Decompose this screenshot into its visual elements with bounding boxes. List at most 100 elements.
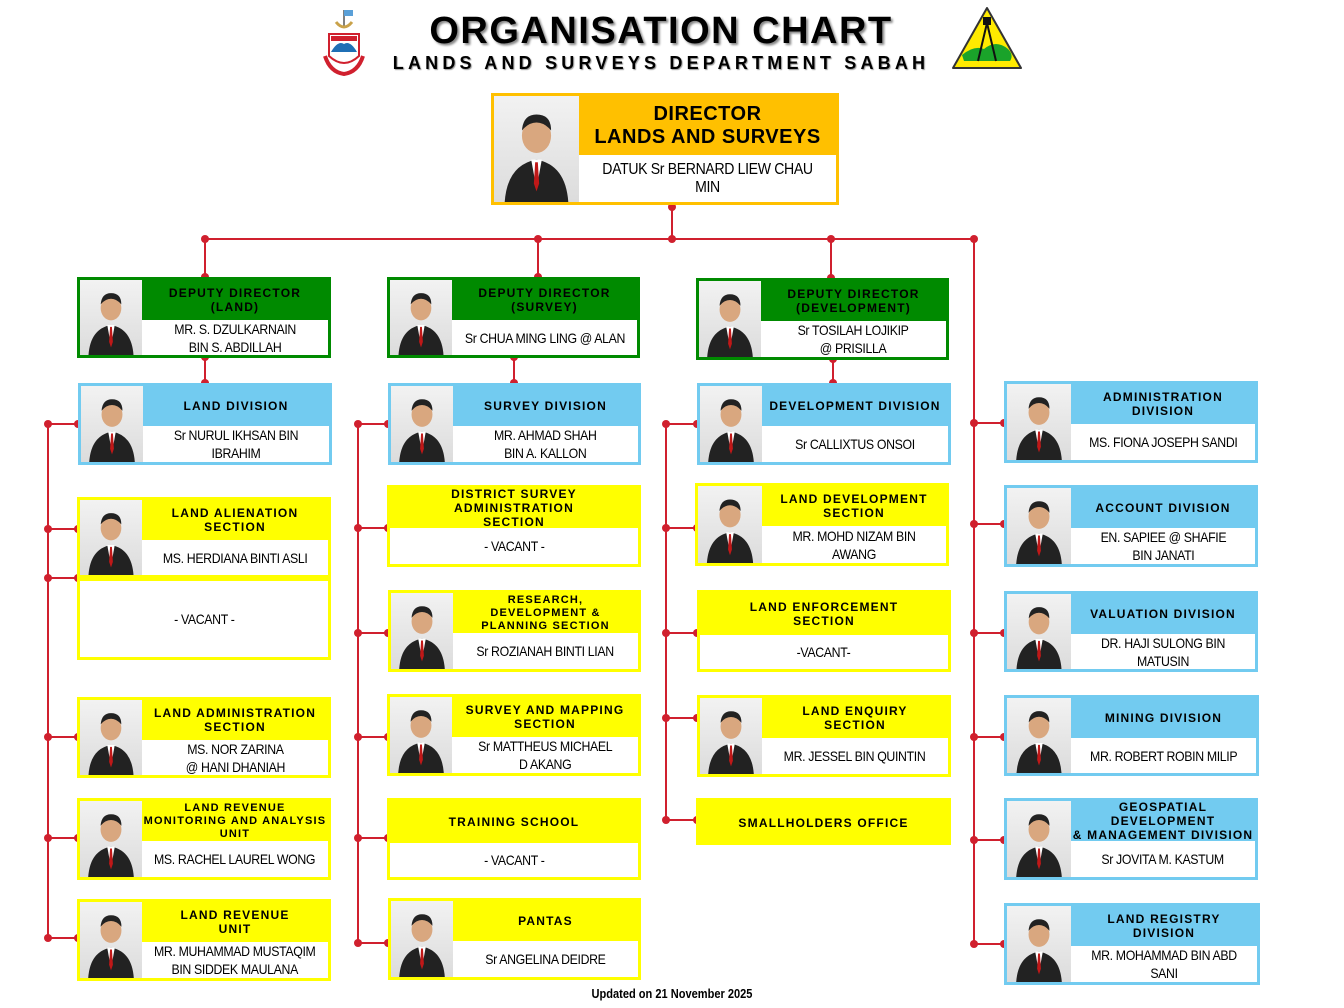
- profile-photo: [1007, 801, 1071, 877]
- connector-line: [358, 837, 388, 839]
- person-name-area: Sr MATTHEUS MICHAEL D AKANG: [452, 737, 638, 773]
- page-title: ORGANISATION CHART: [429, 10, 893, 52]
- box-title: DIRECTOR LANDS AND SURVEYS: [579, 96, 836, 155]
- profile-photo: [80, 280, 142, 355]
- connector-line: [47, 424, 49, 938]
- person-name: EN. SAPIEE @ SHAFIE BIN JANATI: [1100, 529, 1226, 563]
- person-name-area: MS. HERDIANA BINTI ASLI: [142, 540, 328, 575]
- box-title: LAND ADMINISTRATION SECTION: [142, 700, 328, 740]
- connector-line: [974, 422, 1004, 424]
- connector-dot: [44, 525, 52, 533]
- connector-line: [974, 523, 1004, 525]
- box-title: SMALLHOLDERS OFFICE: [699, 801, 948, 842]
- connector-line: [973, 239, 975, 944]
- administration-division-box: ADMINISTRATION DIVISION MS. FIONA JOSEPH …: [1004, 381, 1258, 463]
- connector-dot: [44, 420, 52, 428]
- box-title: DISTRICT SURVEY ADMINISTRATION SECTION: [390, 488, 638, 529]
- connector-line: [358, 527, 388, 529]
- person-name: DR. HAJI SULONG BIN MATUSIN: [1100, 634, 1226, 669]
- person-name-area: Sr NURUL IKHSAN BIN IBRAHIM: [143, 426, 329, 462]
- connector-dot: [970, 520, 978, 528]
- connector-dot: [970, 733, 978, 741]
- dd-survey-box: DEPUTY DIRECTOR (SURVEY) Sr CHUA MING LIN…: [387, 277, 640, 358]
- person-name: MS. FIONA JOSEPH SANDI: [1088, 434, 1238, 450]
- person-name: -VACANT-: [797, 644, 851, 660]
- person-name: MR. MUHAMMAD MUSTAQIM BIN SIDDEK MAULANA: [154, 943, 316, 977]
- person-name: MR. ROBERT ROBIN MILIP: [1089, 747, 1238, 764]
- box-title: ADMINISTRATION DIVISION: [1071, 384, 1255, 424]
- profile-photo: [390, 697, 452, 773]
- person-name: MR. AHMAD SHAH BIN A. KALLON: [494, 427, 597, 461]
- person-name-area: DR. HAJI SULONG BIN MATUSIN: [1071, 634, 1255, 669]
- connector-line: [358, 736, 388, 738]
- connector-dot: [970, 235, 978, 243]
- connector-line: [666, 527, 697, 529]
- connector-line: [974, 632, 1004, 634]
- person-name: Sr CHUA MING LING @ ALAN: [464, 329, 625, 346]
- profile-photo: [699, 281, 761, 357]
- connector-dot: [827, 235, 835, 243]
- connector-line: [204, 239, 206, 277]
- connector-dot: [668, 203, 676, 211]
- box-title: LAND ENQUIRY SECTION: [762, 698, 948, 738]
- connector-line: [537, 239, 539, 277]
- connector-dot: [662, 420, 670, 428]
- connector-dot: [662, 816, 670, 824]
- profile-photo: [1007, 488, 1071, 564]
- connector-dot: [354, 629, 362, 637]
- box-title: MINING DIVISION: [1071, 698, 1256, 738]
- profile-photo: [1007, 384, 1071, 460]
- land-enforcement-box: LAND ENFORCEMENT SECTION -VACANT-: [697, 590, 951, 672]
- research-development-box: RESEARCH, DEVELOPMENT & PLANNING SECTION…: [388, 590, 641, 672]
- person-name: - VACANT -: [483, 538, 545, 554]
- box-title: LAND DEVELOPMENT SECTION: [762, 486, 946, 526]
- dd-land-box: DEPUTY DIRECTOR (LAND)MR. S. DZULKARNAIN…: [77, 277, 331, 358]
- connector-dot: [354, 420, 362, 428]
- connector-dot: [44, 574, 52, 582]
- connector-dot: [662, 714, 670, 722]
- connector-line: [358, 942, 388, 944]
- connector-line: [665, 424, 667, 820]
- person-name-area: Sr ROZIANAH BINTI LIAN: [453, 633, 638, 669]
- connector-line: [205, 238, 974, 240]
- box-title: DEPUTY DIRECTOR (SURVEY): [452, 280, 637, 320]
- box-title: LAND ENFORCEMENT SECTION: [700, 593, 948, 635]
- person-name: Sr ANGELINA DEIDRE: [485, 951, 606, 967]
- profile-photo: [81, 386, 143, 462]
- profile-photo: [391, 593, 453, 669]
- person-name: Sr NURUL IKHSAN BIN IBRAHIM: [173, 427, 299, 461]
- person-name-area: -VACANT-: [700, 635, 948, 669]
- connector-line: [513, 357, 515, 383]
- connector-dot: [44, 934, 52, 942]
- connector-line: [48, 937, 78, 939]
- connector-line: [666, 819, 697, 821]
- connector-line: [832, 359, 834, 383]
- person-name: MS. RACHEL LAUREL WONG: [154, 851, 316, 867]
- person-name: - VACANT -: [483, 852, 545, 868]
- connector-line: [974, 736, 1004, 738]
- connector-line: [974, 839, 1004, 841]
- person-name-area: MR. JESSEL BIN QUINTIN: [762, 738, 948, 774]
- person-name: MR. MOHAMMAD BIN ABD SANI: [1091, 947, 1237, 981]
- mining-division-box: MINING DIVISION MR. ROBERT ROBIN MILIP: [1004, 695, 1259, 776]
- person-name: Sr ROZIANAH BINTI LIAN: [476, 643, 615, 659]
- profile-photo: [391, 386, 453, 462]
- connector-dot: [44, 733, 52, 741]
- profile-photo: [700, 386, 762, 462]
- connector-dot: [662, 524, 670, 532]
- connector-dot: [970, 419, 978, 427]
- updated-date: Updated on 21 November 2025: [591, 986, 753, 1001]
- connector-line: [48, 577, 78, 579]
- box-title: ACCOUNT DIVISION: [1071, 488, 1255, 528]
- connector-line: [358, 423, 388, 425]
- person-name-area: - VACANT -: [390, 528, 638, 564]
- land-revenue-monitoring-box: LAND REVENUE MONITORING AND ANALYSIS UNI…: [77, 798, 331, 880]
- connector-dot: [201, 235, 209, 243]
- connector-line: [671, 205, 673, 239]
- person-name: MR. MOHD NIZAM BIN AWANG: [792, 527, 916, 562]
